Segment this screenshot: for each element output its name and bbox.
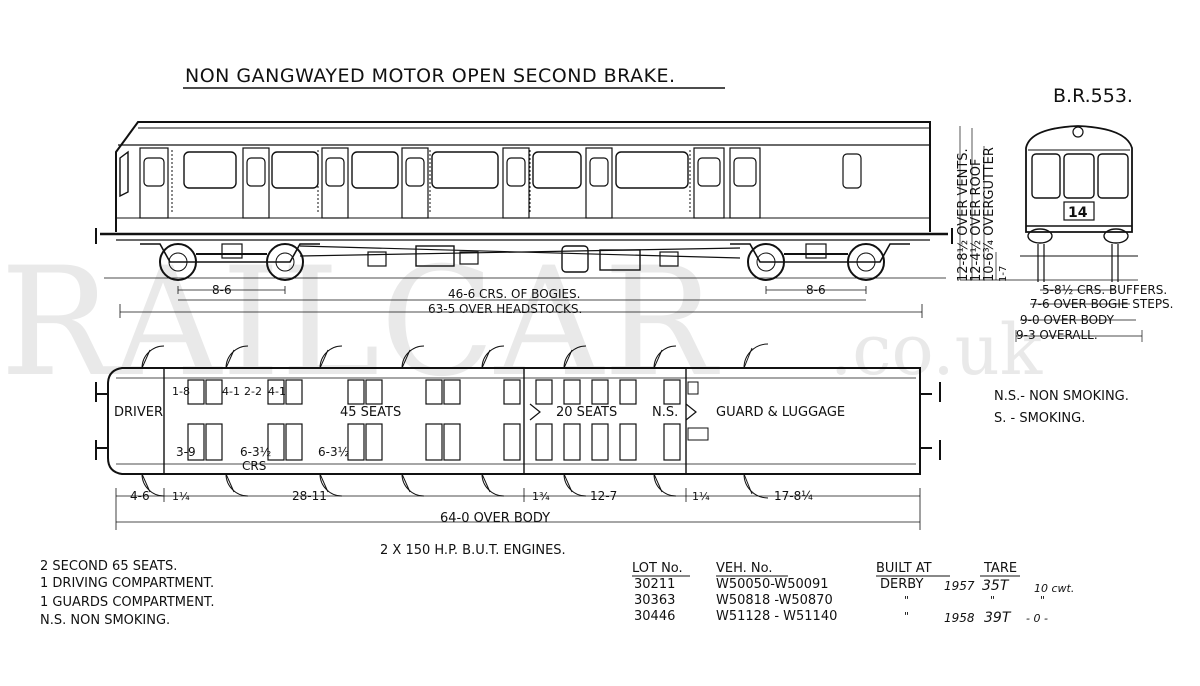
lot-row2-built: ": [904, 594, 909, 607]
right-bogie: [730, 243, 910, 281]
dim-1-quarter-left: 1¼: [172, 490, 190, 503]
lot-row1-lot: 30211: [634, 577, 675, 592]
lot-row2-cwt: ": [1040, 594, 1045, 607]
dim-bogie-right: 8-6: [806, 283, 826, 297]
end-elevation: 14: [960, 125, 1138, 282]
legend-non-smoking: N.S.- NON SMOKING.: [994, 389, 1129, 404]
diagram-reference: B.R.553.: [1053, 85, 1133, 107]
dim-1-quarter-right: 1¼: [692, 490, 710, 503]
dim-6-3-right: 6-3½: [318, 445, 349, 459]
headcode: 14: [1068, 205, 1088, 221]
end-vertical-dimensions: 12-8½ OVER VENTS. 12-4½ OVER ROOF 10-6¾ …: [956, 126, 1009, 282]
side-elevation: [95, 121, 953, 281]
label-guard-luggage: GUARD & LUGGAGE: [716, 405, 845, 420]
dim-4-6: 4-6: [130, 489, 150, 503]
lot-row2-lot: 30363: [634, 593, 675, 608]
dim-over-headstocks: 63-5 OVER HEADSTOCKS.: [428, 302, 582, 316]
label-crs: CRS: [242, 459, 266, 473]
dim-crs-bogies: 46-6 CRS. OF BOGIES.: [448, 287, 581, 301]
header-built-at: BUILT AT: [876, 561, 932, 576]
note-guards: 1 GUARDS COMPARTMENT.: [40, 595, 214, 610]
dim-64-over-body: 64-0 OVER BODY: [440, 511, 550, 526]
lot-row3-lot: 30446: [634, 609, 675, 624]
label-non-smoking: N.S.: [652, 405, 678, 420]
lot-row2-veh: W50818 -W50870: [716, 593, 833, 608]
dim-4-1-right: 4-1: [268, 385, 286, 398]
dim-overall-width: 9-3 OVERALL.: [1016, 328, 1098, 342]
end-horizontal-dimensions: 5-8½ CRS. BUFFERS. 7-6 OVER BOGIE STEPS.…: [1015, 283, 1174, 342]
label-45-seats: 45 SEATS: [340, 405, 401, 420]
dim-over-bogie-steps: 7-6 OVER BOGIE STEPS.: [1030, 297, 1174, 311]
dim-bogie-left: 8-6: [212, 283, 232, 297]
legend-smoking: S. - SMOKING.: [994, 411, 1085, 426]
header-lot-no: LOT No.: [632, 561, 683, 576]
dim-2-2: 2-2: [244, 385, 262, 398]
lot-row3-cwt: - 0 -: [1026, 612, 1048, 625]
note-seats: 2 SECOND 65 SEATS.: [40, 559, 177, 574]
drawing-title: NON GANGWAYED MOTOR OPEN SECOND BRAKE.: [185, 65, 676, 87]
lot-row3-built: ": [904, 610, 909, 623]
dim-over-roof: 12-4½ OVER ROOF: [969, 159, 984, 283]
plan-dimensions: 4-6 1¼ 28-11 1¾ 12-7 1¼ 17-8¼ 64-0 OVER …: [115, 488, 921, 530]
lot-row3-year: 1958: [944, 611, 975, 625]
dim-step-height: 1-7: [998, 266, 1009, 282]
header-tare: TARE: [983, 561, 1017, 576]
side-dimensions: 8-6 8-6 46-6 CRS. OF BOGIES. 63-5 OVER H…: [119, 283, 923, 318]
dim-over-vents: 12-8½ OVER VENTS.: [956, 148, 971, 282]
label-driver: DRIVER: [114, 405, 163, 420]
note-ns: N.S. NON SMOKING.: [40, 613, 170, 628]
dim-12-7: 12-7: [590, 489, 617, 503]
dim-crs-buffers: 5-8½ CRS. BUFFERS.: [1042, 283, 1167, 297]
lot-row3-veh: W51128 - W51140: [716, 609, 837, 624]
note-driving: 1 DRIVING COMPARTMENT.: [40, 576, 214, 591]
watermark-suffix: .co.uk: [830, 309, 1043, 391]
underframe-equipment: [299, 245, 741, 273]
dim-17-8: 17-8¼: [774, 489, 813, 503]
notes-block: 2 SECOND 65 SEATS. 1 DRIVING COMPARTMENT…: [40, 559, 214, 628]
left-bogie: [140, 243, 320, 281]
header-veh-no: VEH. No.: [716, 561, 773, 576]
dim-4-1-left: 4-1: [222, 385, 240, 398]
lot-row1-tare: 35T: [982, 578, 1010, 594]
lot-row1-year: 1957: [944, 579, 975, 593]
plan-view: DRIVER 45 SEATS 20 SEATS N.S. GUARD & LU…: [95, 343, 941, 499]
lot-row2-tare: ": [990, 594, 995, 607]
dim-over-gutter: 10-6¾ OVERGUTTER: [982, 147, 997, 282]
dim-6-3-left: 6-3½: [240, 445, 271, 459]
lot-row3-tare: 39T: [984, 610, 1012, 626]
dim-28-11: 28-11: [292, 489, 327, 503]
dim-3-9: 3-9: [176, 445, 196, 459]
dim-1-8: 1-8: [172, 385, 190, 398]
lot-row1-built: DERBY: [880, 577, 923, 592]
engines-note: 2 X 150 H.P. B.U.T. ENGINES.: [380, 543, 566, 558]
label-20-seats: 20 SEATS: [556, 405, 617, 420]
lot-row1-cwt: 10 cwt.: [1034, 582, 1074, 595]
lots-table: LOT No. VEH. No. BUILT AT TARE 30211 W50…: [632, 561, 1074, 626]
dim-1-three-quarter: 1¾: [532, 490, 550, 503]
lot-row1-veh: W50050-W50091: [716, 577, 829, 592]
dim-end-over-body: 9-0 OVER BODY: [1020, 313, 1115, 327]
